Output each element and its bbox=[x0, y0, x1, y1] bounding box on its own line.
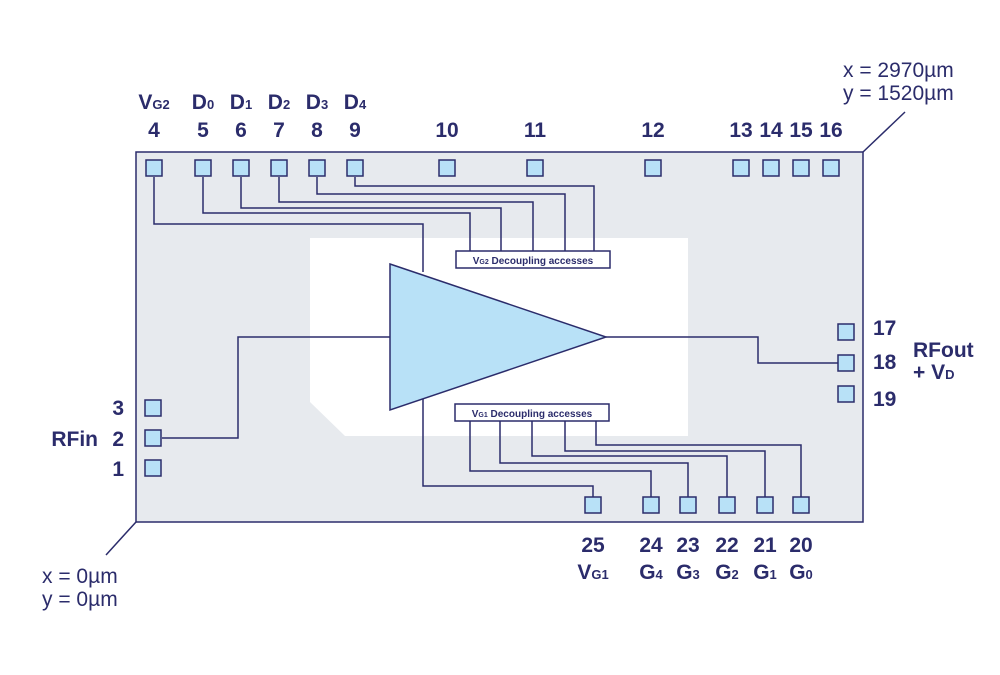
rfin-label: RFin bbox=[51, 428, 98, 451]
pin-17-number: 17 bbox=[873, 317, 896, 340]
rfout-label: RFout bbox=[913, 339, 974, 362]
pad-8 bbox=[308, 159, 326, 177]
wire-pin25 bbox=[422, 398, 594, 497]
bottom-left-y-coord: y = 0µm bbox=[42, 588, 118, 611]
pin-23-function: G3 bbox=[676, 561, 700, 584]
wire-rfin bbox=[162, 336, 390, 439]
wire-pin20 bbox=[595, 421, 802, 497]
pad-18 bbox=[837, 354, 855, 372]
pad-5 bbox=[194, 159, 212, 177]
pin-15-number: 15 bbox=[789, 119, 813, 142]
pin-6-function: D1 bbox=[230, 91, 252, 114]
pin-5-number: 5 bbox=[197, 119, 209, 142]
pin-22-function: G2 bbox=[715, 561, 739, 584]
pin-18-number: 18 bbox=[873, 351, 897, 374]
pad-2 bbox=[144, 429, 162, 447]
pin-5-function: D0 bbox=[192, 91, 214, 114]
vg1-decoupling-label: VG1 Decoupling accesses bbox=[472, 409, 593, 420]
wire-pin21 bbox=[564, 421, 766, 497]
top-right-y-coord: y = 1520µm bbox=[843, 82, 954, 105]
pad-10 bbox=[438, 159, 456, 177]
vg1-decoupling-box bbox=[454, 403, 610, 422]
pin-19-number: 19 bbox=[873, 388, 896, 411]
pad-4 bbox=[145, 159, 163, 177]
wire-pin23 bbox=[499, 421, 689, 497]
top-right-x-coord: x = 2970µm bbox=[843, 59, 954, 82]
pin-6-number: 6 bbox=[235, 119, 247, 142]
wire-pin4 bbox=[153, 177, 424, 272]
pin-7-number: 7 bbox=[273, 119, 285, 142]
pin-23-number: 23 bbox=[676, 534, 699, 557]
pin-3-number: 3 bbox=[112, 397, 124, 420]
pin-25-function: VG1 bbox=[577, 561, 608, 584]
pin-20-number: 20 bbox=[789, 534, 812, 557]
pad-3 bbox=[144, 399, 162, 417]
pin-9-function: D4 bbox=[344, 91, 367, 114]
bottom-left-leader bbox=[105, 521, 137, 556]
pin-2-number: 2 bbox=[112, 428, 124, 451]
pad-12 bbox=[644, 159, 662, 177]
pin-10-number: 10 bbox=[435, 119, 458, 142]
pin-8-function: D3 bbox=[306, 91, 328, 114]
vg2-decoupling-box bbox=[455, 250, 611, 269]
pin-20-function: G0 bbox=[789, 561, 813, 584]
vg2-decoupling-label: VG2 Decoupling accesses bbox=[473, 256, 594, 267]
pad-6 bbox=[232, 159, 250, 177]
pad-24 bbox=[642, 496, 660, 514]
pin-4-function: VG2 bbox=[138, 91, 169, 114]
pad-16 bbox=[822, 159, 840, 177]
pin-13-number: 13 bbox=[729, 119, 752, 142]
pin-8-number: 8 bbox=[311, 119, 323, 142]
wire-rfout bbox=[606, 336, 838, 364]
pin-4-number: 4 bbox=[148, 119, 160, 142]
pad-25 bbox=[584, 496, 602, 514]
wire-pin24 bbox=[469, 421, 652, 497]
wire-pin8 bbox=[316, 177, 566, 251]
pad-14 bbox=[762, 159, 780, 177]
pin-22-number: 22 bbox=[715, 534, 738, 557]
wire-pin9 bbox=[354, 177, 595, 251]
bottom-left-x-coord: x = 0µm bbox=[42, 565, 118, 588]
wire-pin7 bbox=[278, 177, 534, 251]
pin-7-function: D2 bbox=[268, 91, 290, 114]
pad-11 bbox=[526, 159, 544, 177]
pin-11-number: 11 bbox=[524, 119, 547, 142]
top-right-leader bbox=[862, 111, 906, 153]
vd-label: + VD bbox=[913, 361, 955, 384]
pin-24-number: 24 bbox=[639, 534, 663, 557]
pad-20 bbox=[792, 496, 810, 514]
pad-9 bbox=[346, 159, 364, 177]
pin-9-number: 9 bbox=[349, 119, 361, 142]
pin-24-function: G4 bbox=[639, 561, 663, 584]
amplifier-triangle bbox=[389, 262, 609, 412]
pad-13 bbox=[732, 159, 750, 177]
wire-pin6 bbox=[240, 177, 502, 251]
wire-pin22 bbox=[531, 421, 728, 497]
pad-21 bbox=[756, 496, 774, 514]
pin-12-number: 12 bbox=[641, 119, 664, 142]
pad-23 bbox=[679, 496, 697, 514]
pad-15 bbox=[792, 159, 810, 177]
pin-25-number: 25 bbox=[581, 534, 605, 557]
pin-1-number: 1 bbox=[112, 458, 124, 481]
pin-16-number: 16 bbox=[819, 119, 842, 142]
pad-19 bbox=[837, 385, 855, 403]
pad-17 bbox=[837, 323, 855, 341]
pad-7 bbox=[270, 159, 288, 177]
pin-21-number: 21 bbox=[753, 534, 777, 557]
wire-pin5 bbox=[202, 177, 471, 251]
pin-14-number: 14 bbox=[759, 119, 783, 142]
pad-1 bbox=[144, 459, 162, 477]
pad-22 bbox=[718, 496, 736, 514]
pin-21-function: G1 bbox=[753, 561, 777, 584]
